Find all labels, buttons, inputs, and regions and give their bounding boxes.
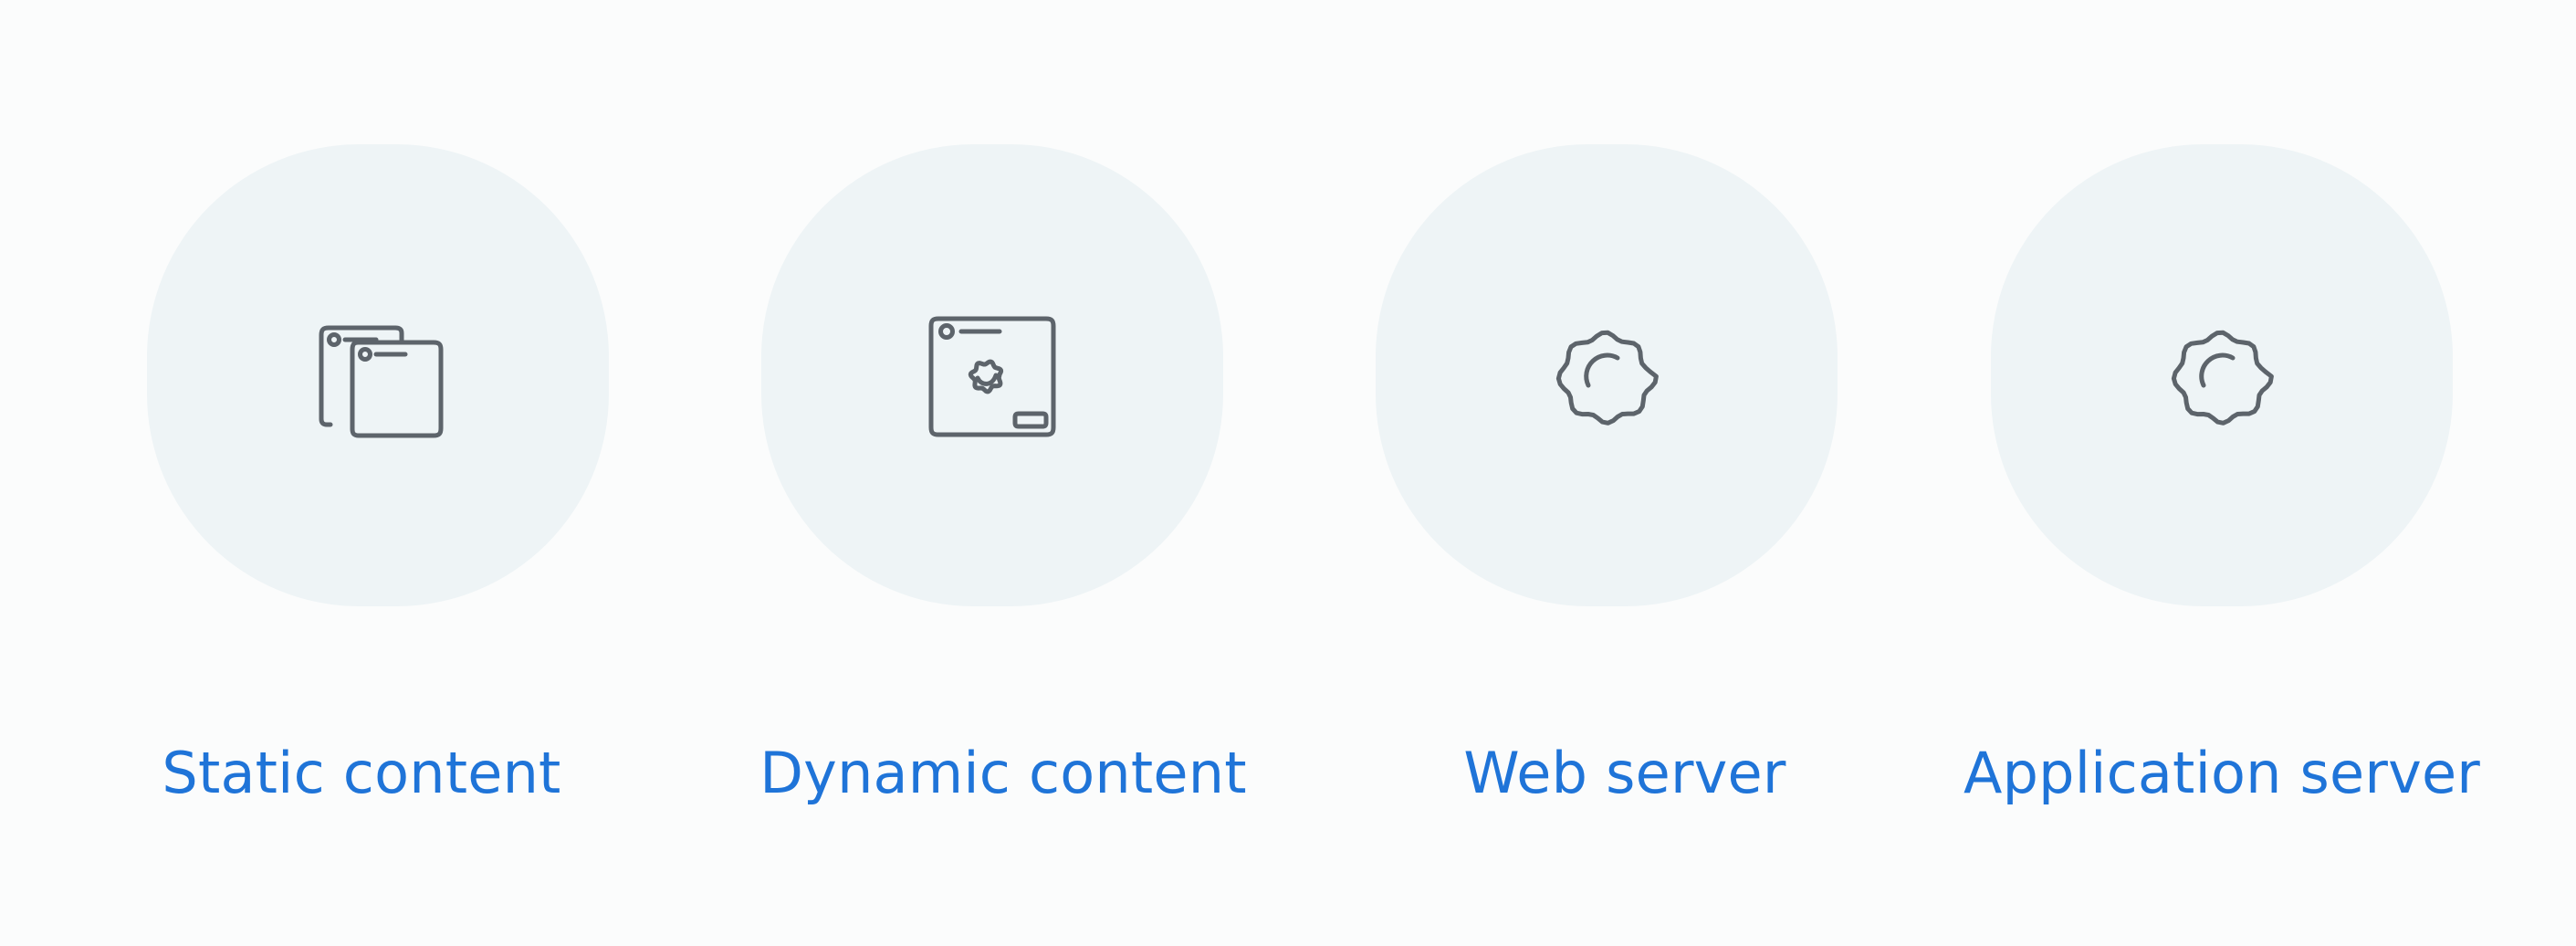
dynamic-content-circle: [761, 144, 1223, 606]
static-content-label: Static content: [162, 740, 561, 806]
diagram-item-web-server: Web server: [1278, 0, 1935, 946]
diagram-item-dynamic-content: Dynamic content: [664, 0, 1321, 946]
diagram-item-application-server: Application server: [1893, 0, 2550, 946]
diagram-item-static-content: Static content: [49, 0, 707, 946]
application-server-label: Application server: [1963, 740, 2480, 806]
gear-icon: [1555, 330, 1659, 426]
web-server-circle: [1376, 144, 1838, 606]
gear-icon: [2171, 330, 2274, 426]
dynamic-content-label: Dynamic content: [759, 740, 1247, 806]
web-server-label: Web server: [1463, 740, 1786, 806]
static-content-circle: [147, 144, 609, 606]
window-gear-icon: [928, 316, 1056, 437]
stacked-windows-icon: [319, 325, 444, 438]
application-server-circle: [1991, 144, 2453, 606]
